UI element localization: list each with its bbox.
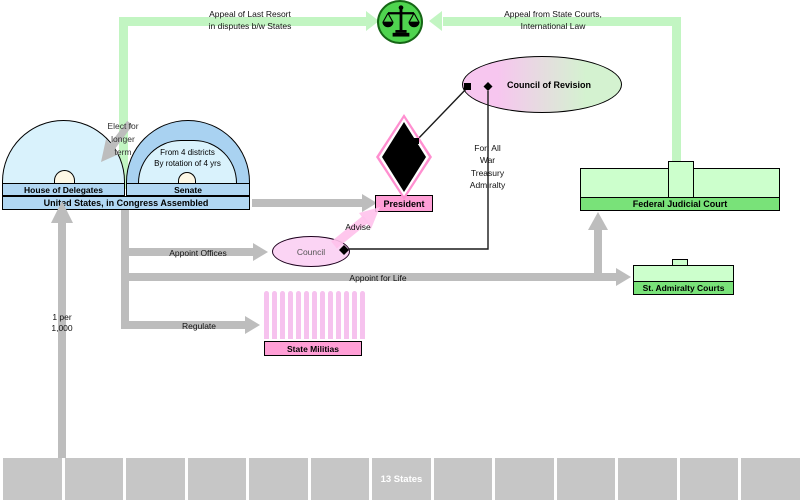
council-of-revision-node: Council of Revision: [462, 56, 622, 113]
president-to-revision-line: [415, 86, 469, 142]
militia-stripe: [304, 291, 309, 339]
for-line4: Admiralty: [469, 180, 506, 191]
state-segment: [556, 458, 616, 500]
appeal-path-left-vertical: [119, 17, 128, 189]
militia-stripe: [264, 291, 269, 339]
appoint-for-life-label: Appoint for Life: [349, 273, 407, 283]
state-segment: [126, 458, 185, 500]
state-militias-stripes: [264, 291, 365, 339]
state-segment: [64, 458, 124, 500]
house-of-delegates-label: House of Delegates: [2, 183, 125, 196]
senate-door: [178, 172, 196, 183]
appeal-path-right-arrowhead: [429, 11, 442, 31]
elect-line2: longer: [111, 134, 135, 144]
states-label: 13 States: [380, 473, 423, 485]
diamond-square-marker: [413, 138, 419, 144]
state-segment: [618, 458, 677, 500]
president-diamond-outline: [376, 114, 432, 200]
appeal-left-label: Appeal of Last Resort in disputes b/w St…: [170, 8, 330, 32]
elect-line3: term: [114, 147, 132, 157]
states-bar: 13 States: [0, 458, 800, 500]
state-militias-label: State Militias: [264, 341, 362, 356]
elect-annotation: Elect for longer term: [96, 120, 150, 159]
regulate-label: Regulate: [181, 321, 217, 331]
for-line2: War: [479, 155, 496, 166]
appeal-path-right-vertical: [672, 17, 681, 163]
militia-stripe: [328, 291, 333, 339]
appoint-offices-arrow: [121, 248, 253, 256]
scales-glyph: [382, 5, 420, 37]
appoint-for-life-branch-up: [594, 230, 602, 277]
representation-ratio-label: 1 per 1,000: [41, 312, 83, 334]
militia-stripe: [280, 291, 285, 339]
appeal-path-right-horizontal: [443, 17, 681, 26]
regulate-arrow: [121, 321, 247, 329]
state-segment: [3, 458, 62, 500]
appoint-for-life-up-arrowhead: [588, 212, 608, 230]
for-line3: Treasury: [470, 167, 505, 178]
militia-stripe: [352, 291, 357, 339]
militia-stripe: [320, 291, 325, 339]
for-line1: For: All: [474, 143, 501, 153]
appeal-left-line2: in disputes b/w States: [208, 21, 292, 31]
ratio-line1: 1 per: [52, 312, 72, 322]
congress-power-trunk: [121, 208, 129, 329]
appoint-offices-arrowhead: [253, 243, 268, 261]
congress-label: United States, in Congress Assembled: [2, 196, 250, 210]
president-diamond-gap: [379, 118, 429, 196]
state-segment: [679, 458, 739, 500]
state-segment: [310, 458, 370, 500]
militia-stripe: [272, 291, 277, 339]
appeal-right-line1: Appeal from State Courts,: [504, 9, 602, 19]
scales-of-justice-icon: [377, 0, 423, 44]
militia-stripe: [296, 291, 301, 339]
militia-stripe: [336, 291, 341, 339]
ratio-line2: 1,000: [51, 323, 73, 333]
state-segment: [495, 458, 554, 500]
federal-judicial-court-podium: [668, 161, 694, 199]
regulate-arrowhead: [245, 316, 260, 334]
appeal-path-left-horizontal: [119, 17, 367, 26]
appeal-path-left-arrowhead: [366, 11, 379, 31]
advise-label: Advise: [345, 222, 371, 232]
president-node: President: [375, 195, 433, 212]
appeal-left-line1: Appeal of Last Resort: [209, 9, 291, 19]
representation-arrowhead: [51, 201, 73, 223]
appoint-offices-label: Appoint Offices: [169, 248, 227, 258]
st-admiralty-courts-body: [633, 265, 734, 282]
st-admiralty-courts-label: St. Admiralty Courts: [633, 281, 734, 295]
representation-arrow: [58, 222, 66, 458]
congress-to-president-arrow: [252, 199, 364, 207]
federal-judicial-court-label: Federal Judicial Court: [580, 197, 780, 211]
appoint-for-life-arrow: [121, 273, 618, 281]
elect-line1: Elect for: [107, 121, 139, 131]
senate-note-line1: From 4 districts: [160, 148, 215, 157]
senate-label: Senate: [126, 183, 250, 196]
appeal-right-line2: International Law: [520, 21, 586, 31]
appoint-for-life-arrowhead: [616, 268, 631, 286]
state-segment-labeled: 13 States: [372, 458, 431, 500]
council-node: Council: [272, 236, 350, 267]
state-segment: [249, 458, 308, 500]
militia-stripe: [288, 291, 293, 339]
house-door: [54, 170, 75, 183]
appeal-right-label: Appeal from State Courts, International …: [473, 8, 633, 32]
militia-stripe: [360, 291, 365, 339]
militia-stripe: [344, 291, 349, 339]
militia-stripe: [312, 291, 317, 339]
state-segment: [741, 458, 800, 500]
state-segment: [433, 458, 493, 500]
for-powers-label: For: All War Treasury Admiralty: [461, 142, 514, 192]
state-segment: [187, 458, 247, 500]
senate-note-line2: By rotation of 4 yrs: [154, 159, 221, 168]
president-diamond-icon: [382, 122, 426, 192]
